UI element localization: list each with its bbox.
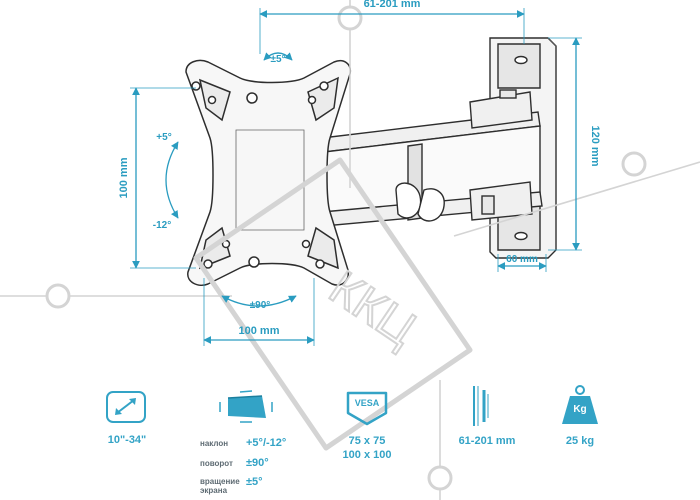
- wall-plate-width-label: 60 mm: [506, 254, 538, 265]
- rotation-arc: [221, 295, 297, 307]
- vesa-size-1: 75 x 75: [348, 435, 386, 447]
- vesa-plate: [185, 59, 352, 286]
- weight-icon: Kg: [560, 384, 600, 428]
- tilt-swivel-icon: [216, 390, 278, 424]
- weight-badge-text: Kg: [573, 404, 587, 415]
- screen-size-icon: [106, 391, 146, 423]
- plate-height-label: 100 mm: [118, 157, 130, 198]
- screen-size-label: 10"-34": [107, 434, 147, 446]
- swivel-key: поворот: [200, 459, 233, 468]
- tilt-down-label: -12°: [153, 220, 171, 231]
- tilt-value: +5°/-12°: [246, 437, 287, 449]
- plate-width-label: 100 mm: [239, 325, 280, 337]
- swivel-value: ±90°: [246, 457, 269, 469]
- tilt-up-label: +5°: [156, 132, 171, 143]
- rotation-angle-label: ±90°: [250, 300, 271, 311]
- rotation-key: вращение экрана: [200, 477, 240, 495]
- extension-dimension-label: 61-201 mm: [364, 0, 421, 10]
- vesa-size-2: 100 x 100: [342, 449, 392, 461]
- wall-distance-label: 61-201 mm: [458, 435, 516, 447]
- max-load-label: 25 kg: [565, 435, 595, 447]
- vesa-icon: VESA: [344, 389, 390, 427]
- tilt-key: наклон: [200, 439, 229, 448]
- vesa-badge-text: VESA: [354, 398, 380, 408]
- swivel-arc: [263, 52, 293, 61]
- wall-distance-icon: [470, 384, 492, 428]
- rotation-value: ±5°: [246, 476, 263, 488]
- tilt-arc: [165, 141, 179, 219]
- extension-arm: [321, 89, 543, 227]
- wall-plate-height-label: 120 mm: [589, 126, 601, 167]
- swivel-angle-label: ±5°: [270, 54, 285, 65]
